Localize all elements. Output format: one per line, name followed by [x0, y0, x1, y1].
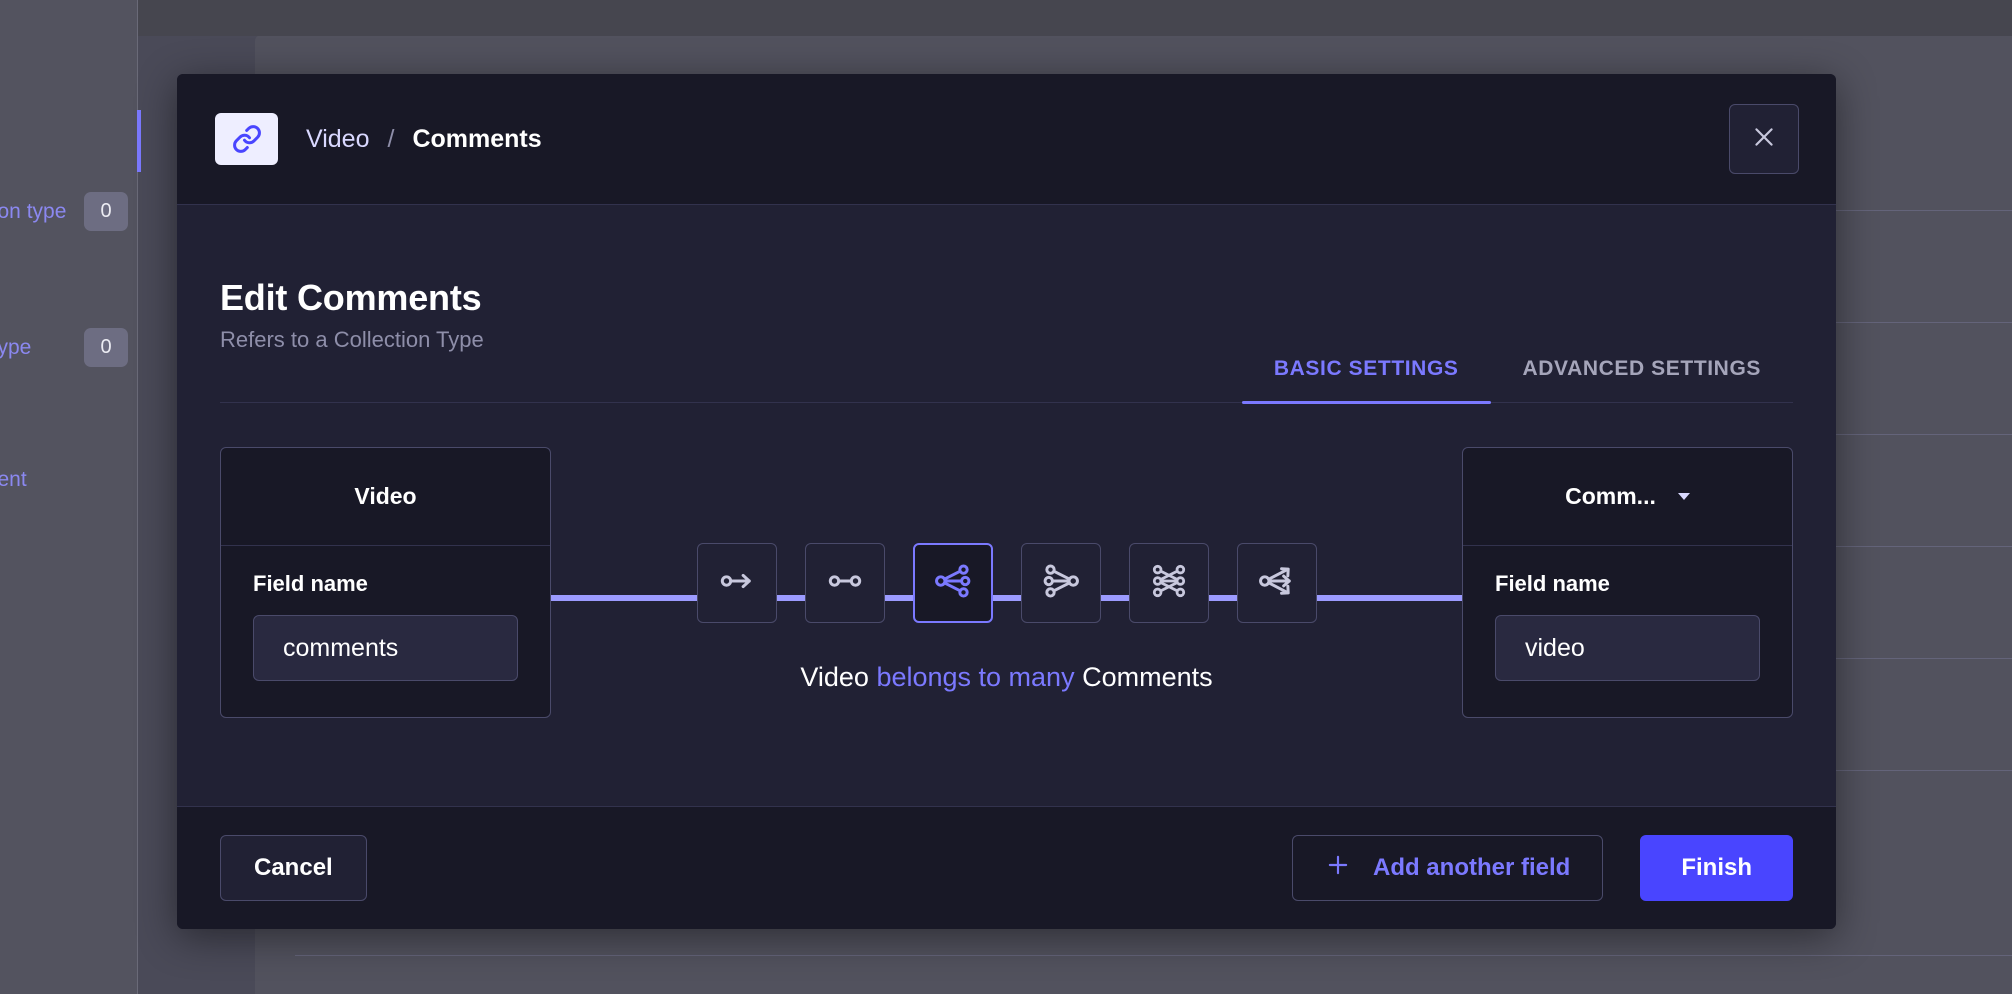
sidebar-item-badge: 0 — [84, 192, 128, 231]
relation-connector-line — [551, 595, 1462, 601]
close-icon — [1751, 124, 1777, 155]
sidebar-item-component[interactable]: ...ent — [0, 468, 140, 492]
target-field-label: Field name — [1495, 571, 1610, 596]
page-title: Edit Comments — [220, 277, 482, 318]
title-block: Edit Comments Refers to a Collection Typ… — [220, 277, 484, 402]
has-and-belongs-to-many-icon — [1256, 560, 1298, 607]
modal-body: Edit Comments Refers to a Collection Typ… — [177, 205, 1836, 806]
sidebar-item-label: ...ent — [0, 468, 27, 491]
add-another-field-label: Add another field — [1372, 854, 1571, 881]
source-entity-name: Video — [221, 448, 550, 546]
relation-type-belongs-to-many[interactable] — [912, 543, 993, 623]
belongs-to-many-icon — [932, 560, 974, 607]
background-topbar — [138, 0, 2012, 36]
source-field-label: Field name — [253, 571, 368, 596]
chevron-down-icon — [1677, 493, 1690, 500]
relation-object: Comments — [1082, 662, 1213, 692]
finish-button[interactable]: Finish — [1640, 835, 1793, 901]
modal-body-header: Edit Comments Refers to a Collection Typ… — [220, 205, 1793, 404]
has-one-icon — [716, 560, 758, 607]
relation-type-has-one-belongs-to-one[interactable] — [804, 543, 885, 623]
target-entity-name: Comm... — [1565, 483, 1656, 509]
sidebar-item-collection-type[interactable]: ...on type 0 — [0, 192, 140, 231]
relation-type-selector — [696, 543, 1317, 623]
background-sidebar: ...on type 0 ...ype 0 ...ent — [0, 0, 138, 994]
source-entity-card: Video Field name — [220, 447, 551, 718]
source-entity-body: Field name — [221, 546, 550, 717]
breadcrumb: Video / Comments — [306, 125, 542, 154]
relation-builder: Video Field name Comm... Field name — [220, 447, 1793, 747]
tab-advanced-settings[interactable]: ADVANCED SETTINGS — [1522, 357, 1761, 380]
settings-tabs: BASIC SETTINGS ADVANCED SETTINGS — [1241, 357, 1793, 404]
relation-predicate: belongs to many — [876, 662, 1075, 692]
page-subtitle: Refers to a Collection Type — [220, 327, 484, 352]
relation-subject: Video — [800, 662, 869, 692]
relation-description: Video belongs to many Comments — [220, 662, 1793, 693]
relation-type-has-many[interactable] — [1020, 543, 1101, 623]
cancel-button[interactable]: Cancel — [220, 835, 367, 901]
target-entity-card: Comm... Field name — [1462, 447, 1793, 718]
link-icon — [215, 113, 278, 165]
footer-actions: Add another field Finish — [1291, 835, 1793, 901]
many-to-many-icon — [1148, 560, 1190, 607]
modal-header: Video / Comments — [177, 74, 1836, 205]
has-many-icon — [1040, 560, 1082, 607]
has-one-belongs-to-one-icon — [824, 560, 866, 607]
sidebar-item-single-type[interactable]: ...ype 0 — [0, 328, 140, 367]
modal-footer: Cancel Add another field Finish — [177, 806, 1836, 929]
edit-relation-modal: Video / Comments Edit Comments Refers to… — [177, 74, 1836, 929]
tab-basic-settings[interactable]: BASIC SETTINGS — [1241, 357, 1491, 404]
target-field-name-input[interactable] — [1495, 615, 1760, 681]
target-entity-body: Field name — [1463, 546, 1792, 717]
breadcrumb-parent[interactable]: Video — [306, 124, 370, 153]
add-another-field-button[interactable]: Add another field — [1291, 835, 1604, 901]
source-field-name-input[interactable] — [253, 615, 518, 681]
sidebar-item-label: ...on type — [0, 199, 67, 223]
sidebar-item-label: ...ype — [0, 335, 32, 359]
relation-type-many-to-many[interactable] — [1128, 543, 1209, 623]
close-button[interactable] — [1729, 104, 1799, 174]
sidebar-item-badge: 0 — [84, 328, 128, 367]
relation-type-has-and-belongs-to-many[interactable] — [1236, 543, 1317, 623]
background-row-divider — [295, 955, 2012, 956]
breadcrumb-separator: / — [387, 124, 395, 153]
breadcrumb-current: Comments — [412, 124, 542, 153]
target-entity-selector[interactable]: Comm... — [1463, 448, 1792, 546]
relation-type-has-one[interactable] — [696, 543, 777, 623]
plus-icon — [1325, 852, 1351, 885]
sidebar-active-indicator — [137, 110, 141, 172]
